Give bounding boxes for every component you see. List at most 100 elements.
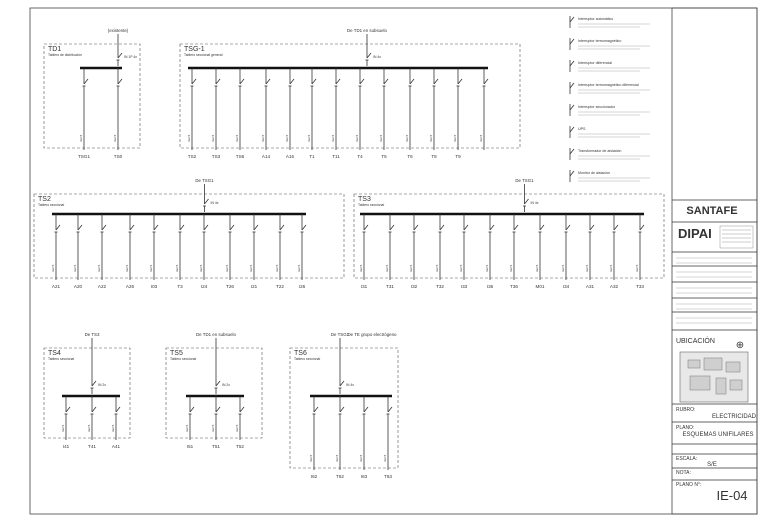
main-breaker-label: IN 4x — [211, 201, 219, 205]
legend-label: Interruptor termomagnético diferencial — [578, 83, 639, 87]
feeder-circuit-label: T31 — [386, 284, 394, 289]
legend-label: Monitor de aislación — [578, 171, 610, 175]
legend-item: Interruptor diferencial — [569, 60, 650, 72]
main-breaker-icon — [91, 380, 97, 387]
feeder-cable-label: 3x2.5 — [335, 454, 339, 462]
feeder-breaker-icon — [313, 406, 319, 413]
feeder-cable-label: 3x2.5 — [379, 134, 383, 142]
feeder-breaker-icon — [539, 224, 545, 231]
feeder-circuit-label: T4 — [357, 154, 363, 159]
main-breaker-icon — [215, 380, 221, 387]
legend-symbol-icon — [569, 170, 575, 177]
feeder-breaker-icon — [359, 78, 365, 85]
feeder-breaker-icon — [457, 78, 463, 85]
feeder-cable-label: 3x2.5 — [225, 264, 229, 272]
rubro-value: ELECTRICIDAD — [712, 414, 757, 420]
feeder-circuit-label: T32 — [436, 284, 444, 289]
main-breaker-icon — [339, 380, 345, 387]
feeder-circuit-label: I24 — [201, 284, 208, 289]
feeder-circuit-label: I21 — [251, 284, 258, 289]
feeder-cable-label: 3x2.5 — [479, 134, 483, 142]
legend-symbol-icon — [569, 38, 575, 45]
feeder-breaker-icon — [383, 78, 389, 85]
feeder-cable-label: 3x2.5 — [359, 454, 363, 462]
board-source-label: De TSG1 — [195, 178, 214, 183]
feeder-cable-label: 3x2.5 — [309, 454, 313, 462]
main-breaker-label: IN 2x — [98, 383, 106, 387]
board-subtitle: Tablero seccional — [358, 203, 384, 207]
feeder-breaker-icon — [191, 78, 197, 85]
legend-symbol-icon — [569, 60, 575, 67]
feeder-cable-label: 3x2.5 — [261, 134, 265, 142]
feeder-cable-label: 3x2.5 — [609, 264, 613, 272]
feeder-breaker-icon — [215, 78, 221, 85]
board-enclosure — [289, 347, 399, 469]
feeder-circuit-label: A14 — [262, 154, 271, 159]
feeder-cable-label: 3x2.5 — [125, 264, 129, 272]
board-subtitle: Tablero seccional — [38, 203, 64, 207]
feeder-cable-label: 3x2.5 — [385, 264, 389, 272]
feeder-breaker-icon — [389, 224, 395, 231]
feeder-cable-label: 3x2.5 — [355, 134, 359, 142]
board-enclosure — [165, 347, 263, 439]
feeder-breaker-icon — [265, 78, 271, 85]
feeder-breaker-icon — [409, 78, 415, 85]
escala-label: ESCALA: — [676, 456, 697, 462]
feeder-circuit-label: I62 — [311, 474, 318, 479]
company-logo-text: SANTAFE — [686, 205, 737, 217]
feeder-breaker-icon — [153, 224, 159, 231]
feeder-circuit-label: TS6 — [236, 154, 245, 159]
feeder-breaker-icon — [613, 224, 619, 231]
legend-label: Interruptor diferencial — [578, 61, 612, 65]
feeder-breaker-icon — [565, 224, 571, 231]
feeder-cable-label: 3x2.5 — [211, 134, 215, 142]
feeder-cable-label: 3x2.5 — [453, 134, 457, 142]
feeder-cable-label: 3x2.5 — [307, 134, 311, 142]
feeder-circuit-label: TS2 — [188, 154, 197, 159]
feeder-circuit-label: I36 — [487, 284, 494, 289]
feeder-cable-label: 3x2.5 — [249, 264, 253, 272]
feeder-breaker-icon — [513, 224, 519, 231]
board-id: TD1 — [48, 46, 61, 53]
feeder-cable-label: 3x2.5 — [459, 264, 463, 272]
feeder-breaker-icon — [179, 224, 185, 231]
board-enclosure — [33, 193, 345, 279]
feeder-circuit-label: A21 — [52, 284, 61, 289]
legend-item: Interruptor automático — [569, 16, 650, 28]
feeder-cable-label: 3x2.5 — [149, 264, 153, 272]
feeder-breaker-icon — [129, 224, 135, 231]
feeder-cable-label: 3x2.5 — [111, 424, 115, 432]
board-enclosure — [43, 347, 131, 439]
feeder-breaker-icon — [117, 78, 123, 85]
feeder-cable-label: 3x2.5 — [285, 134, 289, 142]
feeder-breaker-icon — [463, 224, 469, 231]
feeder-breaker-icon — [203, 224, 209, 231]
feeder-breaker-icon — [239, 78, 245, 85]
board-source-label-2: De TE grupo electrógeno — [348, 332, 398, 337]
location-label: UBICACIÓN — [676, 336, 715, 345]
feeder-circuit-label: I26 — [299, 284, 306, 289]
title-block-frame — [671, 7, 758, 515]
main-breaker-label: IN 2x — [222, 383, 230, 387]
sheet-border — [29, 7, 758, 515]
main-breaker-label: IN 4x — [373, 55, 381, 59]
feeder-circuit-label: I31 — [361, 284, 368, 289]
feeder-breaker-icon — [115, 406, 121, 413]
main-breaker-icon — [117, 52, 123, 59]
feeder-breaker-icon — [589, 224, 595, 231]
feeder-circuit-label: T51 — [212, 444, 220, 449]
feeder-cable-label: 3x2.5 — [275, 264, 279, 272]
feeder-circuit-label: T1 — [309, 154, 315, 159]
feeder-cable-label: 3x2.5 — [175, 264, 179, 272]
legend-label: UPS — [578, 127, 586, 131]
feeder-circuit-label: I33 — [461, 284, 468, 289]
legend-symbol-icon — [569, 104, 575, 111]
feeder-cable-label: 3x2.5 — [97, 264, 101, 272]
feeder-cable-label: 3x2.5 — [113, 134, 117, 142]
